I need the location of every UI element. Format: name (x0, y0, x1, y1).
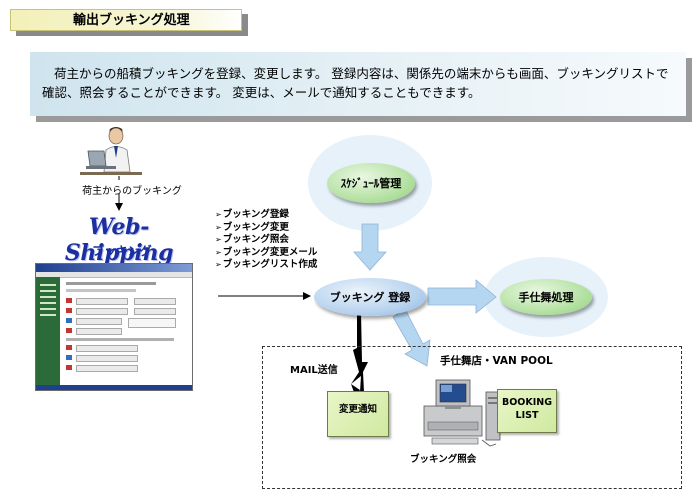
vanpool-region (262, 346, 682, 489)
closing-handling-node: 手仕舞処理 (500, 279, 592, 315)
person-at-laptop-icon (80, 127, 142, 175)
function-item: ブッキングリスト作成 (215, 259, 318, 272)
web-shipping-title: Web-Shipping (64, 214, 174, 266)
booking-list-line: BOOKING (501, 397, 553, 408)
booking-inquiry-label: ブッキング照会 (410, 454, 477, 465)
mail-send-label: MAIL送信 (290, 365, 338, 376)
function-item: ブッキング照会 (215, 234, 317, 247)
booking-list-document: BOOKING LIST (497, 389, 557, 433)
booking-app-screenshot (35, 263, 193, 391)
booking-register-node: ブッキング 登録 (314, 278, 426, 316)
web-shipping-subtitle: ブッキング (92, 244, 152, 258)
vanpool-label: 手仕舞店・VAN POOL (440, 355, 553, 367)
arrow-down-icon (353, 223, 387, 271)
page-title: 輸出ブッキング処理 (10, 9, 242, 31)
booking-list-line: LIST (515, 410, 539, 421)
function-item: ブッキング登録 (215, 209, 317, 222)
schedule-management-node: ｽｹｼﾞｭｰﾙ管理 (327, 163, 415, 203)
arrow-diagonal-icon (392, 308, 431, 367)
description-text: 荷主からの船積ブッキングを登録、変更します。 登録内容は、関係先の端末からも画面… (30, 52, 686, 116)
function-item: ブッキング変更メール (215, 247, 318, 260)
arrow-right-icon (427, 279, 497, 314)
lightning-bolt-icon (351, 312, 368, 392)
shipper-booking-label: 荷主からのブッキング (82, 186, 182, 197)
function-item: ブッキング変更 (215, 222, 317, 235)
desktop-computer-icon (423, 379, 501, 447)
change-notice-document: 変更通知 (327, 391, 389, 437)
function-list: ブッキング登録 ブッキング変更 ブッキング照会 ブッキング変更メール ブッキング… (215, 209, 318, 272)
